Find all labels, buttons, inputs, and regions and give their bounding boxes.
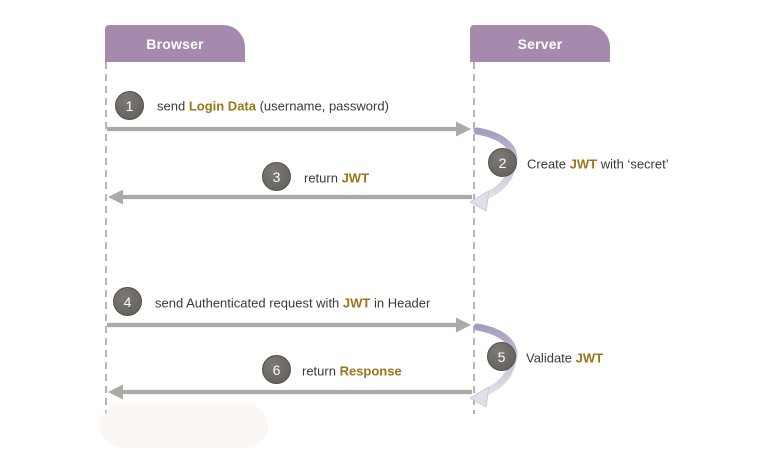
step-badge-3: 3 [262, 162, 291, 191]
step6-label: return Response [302, 364, 402, 379]
loop-arrowhead-2 [468, 190, 490, 212]
step5-label: Validate JWT [526, 351, 603, 366]
actor-box-browser: Browser [105, 25, 245, 62]
step2-suffix: with ‘secret’ [597, 156, 669, 172]
actor-box-server: Server [470, 25, 610, 62]
message-arrowhead-3 [108, 189, 123, 205]
step6-prefix: return [302, 363, 340, 379]
step1-prefix: send [157, 98, 189, 114]
step2-label: Create JWT with ‘secret’ [527, 157, 669, 172]
message-arrowhead-1 [456, 121, 471, 137]
actor-label-server: Server [517, 35, 563, 52]
message-arrowhead-4 [456, 317, 471, 333]
step3-prefix: return [304, 170, 342, 186]
step-badge-5: 5 [487, 342, 516, 371]
step4-suffix: in Header [370, 295, 431, 311]
step3-label: return JWT [304, 171, 369, 186]
step4-prefix: send Authenticated request with [155, 295, 343, 311]
step1-highlight: Login Data [188, 98, 256, 114]
faint-watermark-blob [100, 404, 268, 448]
step6-highlight: Response [339, 363, 402, 379]
step4-highlight: JWT [342, 295, 371, 311]
step4-label: send Authenticated request with JWT in H… [155, 296, 430, 311]
step2-highlight: JWT [569, 156, 598, 172]
message-arrowhead-6 [108, 384, 123, 400]
step-badge-6: 6 [262, 355, 291, 384]
step5-highlight: JWT [575, 350, 604, 366]
step1-suffix: (username, password) [255, 98, 389, 114]
actor-label-browser: Browser [146, 35, 204, 52]
step-badge-4: 4 [113, 287, 142, 316]
step1-label: send Login Data (username, password) [157, 99, 389, 114]
step2-prefix: Create [527, 156, 570, 172]
step-badge-1: 1 [115, 91, 144, 120]
step-badge-2: 2 [488, 148, 517, 177]
step5-prefix: Validate [526, 350, 576, 366]
loop-arrowhead-5 [468, 386, 490, 408]
step3-highlight: JWT [341, 170, 370, 186]
